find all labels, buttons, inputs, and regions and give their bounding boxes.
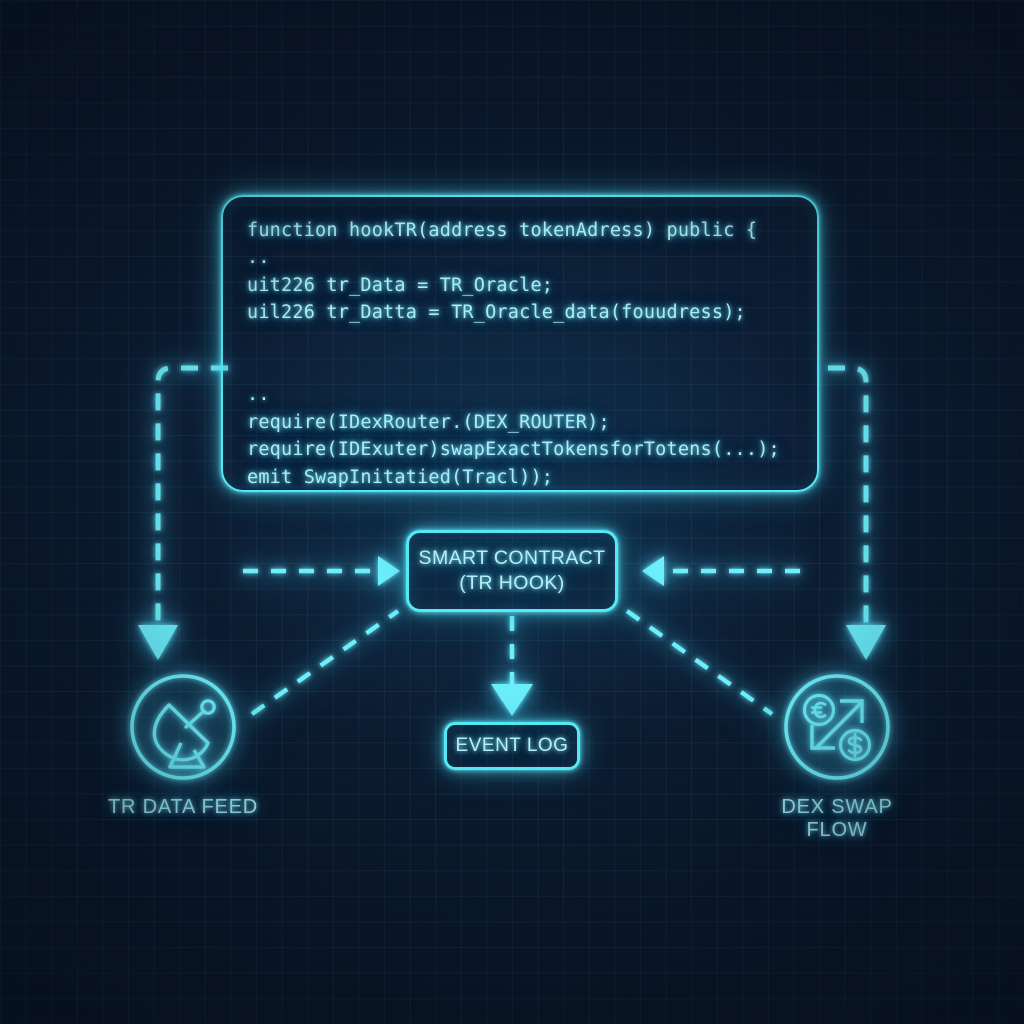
satellite-dish-icon xyxy=(128,672,238,782)
arrowhead-left-to-smart-contract xyxy=(378,556,400,586)
currency-swap-icon xyxy=(782,672,892,782)
arrowhead-right-to-smart-contract xyxy=(642,556,664,586)
node-event-log[interactable]: EVENT LOG xyxy=(444,722,580,770)
node-dex-swap-flow-label: DEX SWAP FLOW xyxy=(781,796,893,841)
node-smart-contract-label: SMART CONTRACT (TR HOOK) xyxy=(418,547,606,594)
code-panel-text: function hookTR(address tokenAdress) pub… xyxy=(247,220,780,488)
arrowhead-code-to-dex-swap xyxy=(846,625,886,660)
node-tr-data-feed[interactable]: TR DATA FEED xyxy=(98,672,268,819)
node-tr-data-feed-label: TR DATA FEED xyxy=(108,796,258,818)
arrowhead-code-to-tr-feed xyxy=(138,625,178,660)
connector-tr-feed-to-smart-contract xyxy=(250,609,400,716)
connector-code-to-dex-swap xyxy=(828,365,869,626)
connector-code-to-tr-feed xyxy=(155,365,228,626)
node-dex-swap-flow[interactable]: DEX SWAP FLOW xyxy=(752,672,922,842)
code-panel: function hookTR(address tokenAdress) pub… xyxy=(221,195,819,492)
connector-smart-contract-to-dex-swap xyxy=(625,609,774,716)
node-smart-contract[interactable]: SMART CONTRACT (TR HOOK) xyxy=(406,530,618,612)
arrowhead-smart-contract-to-event-log xyxy=(491,684,533,716)
node-event-log-label: EVENT LOG xyxy=(455,735,569,756)
